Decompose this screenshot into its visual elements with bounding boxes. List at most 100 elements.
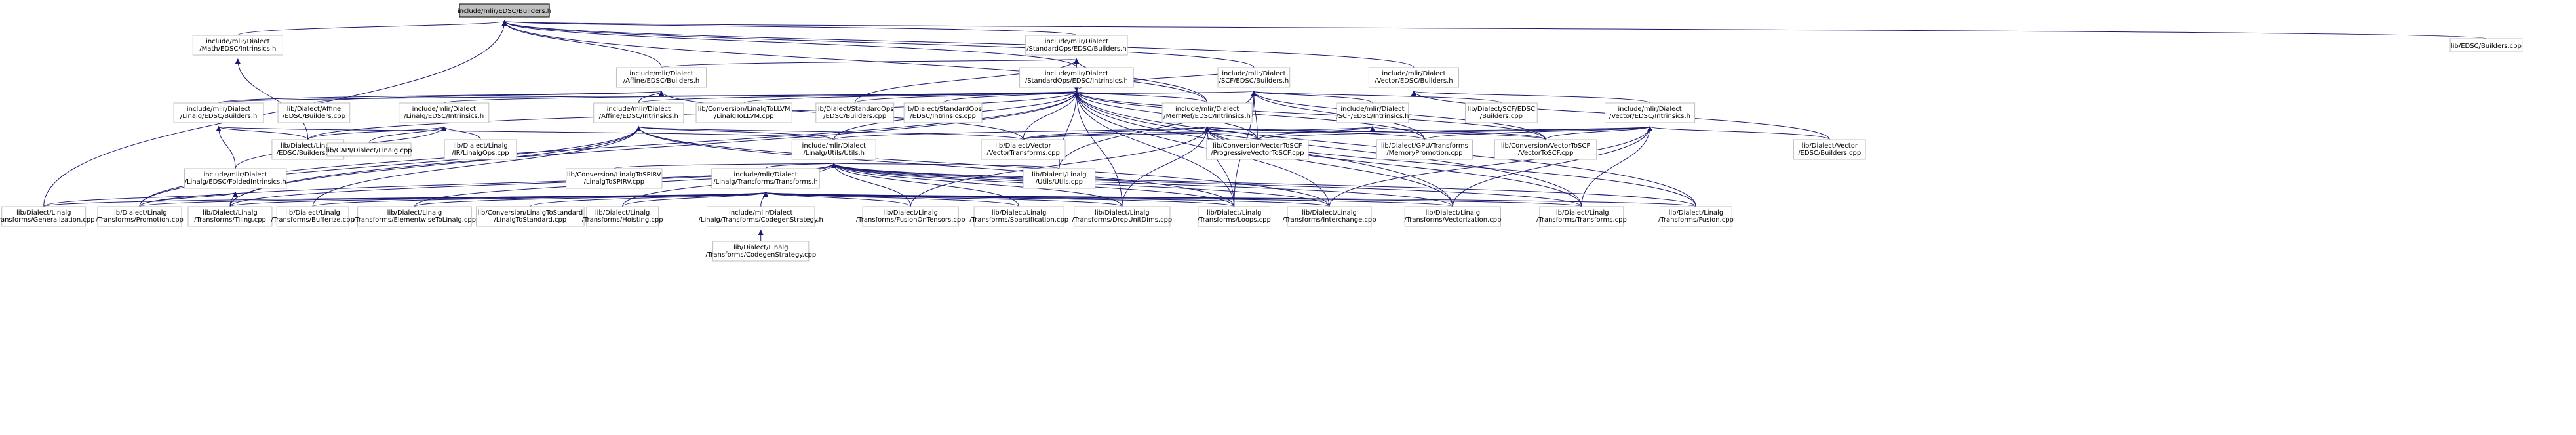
node-label: /Transforms/Interchange.cpp [1283,217,1376,224]
dependency-edge [831,163,1020,207]
node-label: /Transforms/Vectorization.cpp [1404,217,1501,224]
graph-node[interactable]: lib/Dialect/Linalg/Transforms/Transforms… [1536,206,1627,227]
node-label: /Linalg/Transforms/Transforms.h [713,178,817,186]
node-label: /SCF/EDSC/Builders.h [1219,77,1289,85]
graph-node[interactable]: lib/Dialect/Linalg/Transforms/CodegenStr… [705,241,816,262]
node-label: /EDSC/Builders.cpp [283,113,345,120]
node-label: lib/EDSC/Builders.cpp [2451,43,2522,50]
graph-node[interactable]: lib/Dialect/Linalg/Transforms/FusionOnTe… [856,206,966,227]
node-label: lib/Conversion/VectorToSCF [1213,142,1302,150]
node-label: include/mlir/Dialect [629,70,693,77]
graph-node[interactable]: lib/Dialect/Linalg/Transforms/Sparsifica… [969,206,1068,227]
dependency-edge [636,126,834,140]
dependency-edge [832,163,1060,169]
node-label: /MemRef/EDSC/Intrinsics.h [1163,113,1251,120]
dependency-edge [636,126,1024,140]
node-label: lib/Dialect/Linalg [595,209,650,217]
node-label: /Utils/Utils.cpp [1036,178,1083,186]
graph-node[interactable]: include/mlir/Dialect/Linalg/EDSC/FoldedI… [184,168,287,189]
node-label: /SCF/EDSC/Intrinsics.h [1336,113,1409,120]
node-box [586,206,659,227]
graph-node[interactable]: include/mlir/Dialect/StandardOps/EDSC/In… [1019,67,1134,88]
node-box [862,206,959,227]
node-box [476,206,585,227]
graph-node[interactable]: include/mlir/Dialect/Vector/EDSC/Intrins… [1604,102,1696,123]
dependency-edge [764,192,1696,207]
node-box [357,206,472,227]
graph-node[interactable]: include/mlir/Dialect/Linalg/EDSC/Intrins… [399,102,490,123]
node-label: include/mlir/Dialect [1340,106,1404,113]
graph-node[interactable]: lib/Dialect/Linalg/Transforms/Promotion.… [96,206,184,227]
node-label: /Vector/EDSC/Intrinsics.h [1609,113,1690,120]
node-label: /Linalg/Utils/Utils.h [803,150,865,157]
graph-node[interactable]: lib/Dialect/Linalg/Transforms/Tiling.cpp [187,206,273,227]
graph-node[interactable]: lib/Dialect/Vector/EDSC/Builders.cpp [1793,139,1866,160]
graph-node[interactable]: lib/Dialect/Linalg/Utils/Utils.cpp [1023,168,1096,189]
dependency-edge [661,58,1079,68]
graph-node[interactable]: lib/EDSC/Builders.cpp [2449,38,2523,52]
graph-node[interactable]: lib/Dialect/Linalg/Transforms/Interchang… [1283,206,1376,227]
graph-node[interactable]: lib/CAPI/Dialect/Linalg.cpp [326,142,412,157]
dependency-edge [831,163,1453,207]
nodes-layer: include/mlir/EDSC/Builders.h include/mlir… [0,3,2523,262]
graph-node[interactable]: lib/Dialect/Linalg/IR/LinalgOps.cpp [444,139,517,160]
graph-node[interactable]: lib/Dialect/Linalg/Transforms/Fusion.cpp [1658,206,1734,227]
dependency-edge [763,192,1020,207]
dependency-edge [1545,126,1652,140]
graph-node[interactable]: lib/Dialect/Affine/EDSC/Builders.cpp [277,102,351,123]
graph-node[interactable]: lib/Dialect/Linalg/Transforms/Bufferize.… [271,206,355,227]
dependency-edge [307,126,447,140]
graph-node[interactable]: lib/Dialect/Linalg/Transforms/Generaliza… [0,206,95,227]
dependency-edge [763,192,911,207]
node-label: lib/Dialect/Linalg [453,142,508,150]
graph-node[interactable]: lib/Conversion/LinalgToLLVM/LinalgToLLVM… [695,102,792,123]
graph-node[interactable]: include/mlir/Dialect/SCF/EDSC/Builders.h [1217,67,1291,88]
root-node[interactable]: include/mlir/EDSC/Builders.h [458,3,551,18]
node-label: lib/Dialect/Linalg [1095,209,1150,217]
graph-node[interactable]: include/mlir/Dialect/Linalg/Transforms/T… [711,168,820,189]
graph-node[interactable]: include/mlir/Dialect/Linalg/EDSC/Builder… [173,102,264,123]
graph-node[interactable]: include/mlir/Dialect/Math/EDSC/Intrinsic… [192,35,283,56]
graph-node[interactable]: lib/Dialect/Linalg/Transforms/Loops.cpp [1198,206,1271,227]
graph-node[interactable]: include/mlir/Dialect/Affine/EDSC/Intrins… [593,102,684,123]
graph-node[interactable]: lib/Dialect/GPU/Transforms/MemoryPromoti… [1376,139,1473,160]
dependency-edge [854,91,1079,104]
graph-node[interactable]: lib/Conversion/VectorToSCF/ProgressiveVe… [1206,139,1309,160]
dependency-edge [831,163,1582,207]
graph-node[interactable]: lib/Conversion/LinalgToSPIRV/LinalgToSPI… [566,168,663,189]
node-box [399,102,490,123]
graph-node[interactable]: include/mlir/Dialect/Linalg/Transforms/C… [699,206,823,227]
dependency-edge [1204,126,1453,207]
graph-node[interactable]: lib/Dialect/Linalg/Transforms/DropUnitDi… [1072,206,1172,227]
dependency-edge [1329,126,1652,207]
graph-node[interactable]: lib/Conversion/LinalgToStandard/LinalgTo… [476,206,585,227]
graph-node[interactable]: include/mlir/Dialect/Linalg/Utils/Utils.… [791,139,876,160]
node-label: /LinalgToSPIRV.cpp [584,178,645,186]
node-box [1465,102,1538,123]
node-label: /StandardOps/EDSC/Builders.h [1026,45,1126,52]
graph-node[interactable]: lib/Dialect/Linalg/Transforms/Vectorizat… [1404,206,1501,227]
node-label: lib/Dialect/Linalg [112,209,167,217]
node-box [1161,102,1253,123]
node-label: include/mlir/Dialect [204,171,267,178]
graph-node[interactable]: lib/Dialect/Vector/VectorTransforms.cpp [981,139,1066,160]
node-label: lib/Dialect/Linalg [733,244,789,251]
graph-node[interactable]: include/mlir/Dialect/Vector/EDSC/Builder… [1368,67,1459,88]
graph-node[interactable]: lib/Dialect/SCF/EDSC/Builders.cpp [1465,102,1538,123]
graph-node[interactable]: include/mlir/Dialect/StandardOps/EDSC/Bu… [1025,35,1128,56]
dependency-edge [501,20,1415,68]
graph-node[interactable]: lib/Dialect/StandardOps/EDSC/Intrinsics.… [903,102,983,123]
dependency-edge [1122,126,1210,207]
node-label: lib/Dialect/Linalg [1032,171,1087,178]
graph-node[interactable]: include/mlir/Dialect/MemRef/EDSC/Intrins… [1161,102,1253,123]
node-label: /Transforms/Promotion.cpp [96,217,184,224]
dependency-edge [237,20,507,36]
node-label: /Transforms/Transforms.cpp [1536,217,1627,224]
graph-node[interactable]: include/mlir/Dialect/Affine/EDSC/Builder… [615,67,707,88]
graph-node[interactable]: lib/Dialect/StandardOps/EDSC/Builders.cp… [815,102,895,123]
graph-node[interactable]: include/mlir/Dialect/SCF/EDSC/Intrinsics… [1336,102,1409,123]
graph-node[interactable]: lib/Dialect/Linalg/Transforms/Hoisting.c… [582,206,663,227]
graph-node[interactable]: lib/Conversion/VectorToSCF/VectorToSCF.c… [1494,139,1597,160]
graph-node[interactable]: lib/Dialect/Linalg/Transforms/Elementwis… [353,206,476,227]
